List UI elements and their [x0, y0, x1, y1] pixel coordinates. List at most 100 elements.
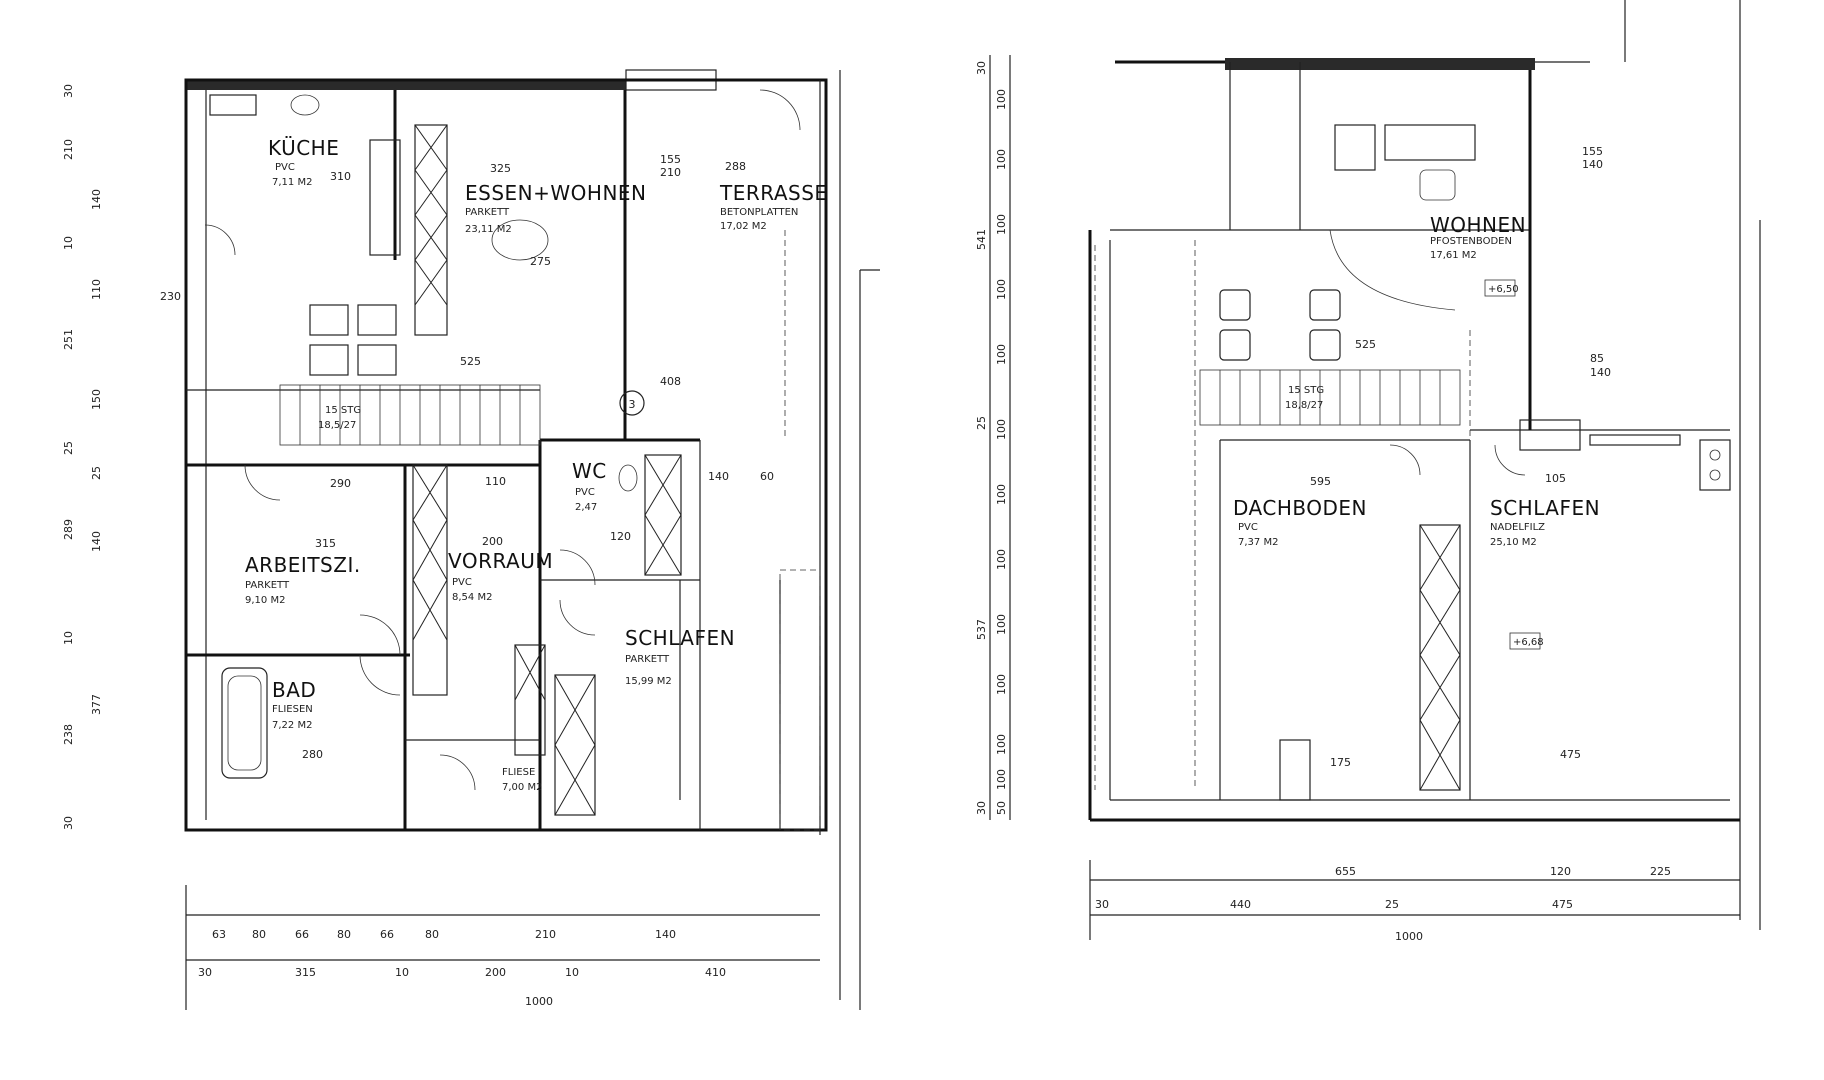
svg-text:9,10 M2: 9,10 M2 — [245, 595, 285, 606]
svg-text:SCHLAFEN: SCHLAFEN — [625, 626, 735, 650]
svg-text:150: 150 — [90, 389, 103, 410]
svg-text:7,22 M2: 7,22 M2 — [272, 720, 312, 731]
svg-text:PVC: PVC — [275, 162, 295, 173]
svg-text:BETONPLATTEN: BETONPLATTEN — [720, 207, 798, 218]
upper-left-dims: 30 100 100 100 100 100 541 25 100 100 10… — [975, 61, 1008, 815]
svg-text:410: 410 — [705, 966, 726, 979]
svg-text:30: 30 — [975, 801, 988, 815]
room-dachboden: DACHBODEN PVC 7,37 M2 — [1233, 496, 1367, 548]
svg-text:100: 100 — [995, 734, 1008, 755]
ground-misc-dims: 325 310 275 155 210 288 408 525 280 200 … — [302, 153, 774, 761]
svg-text:30: 30 — [62, 84, 75, 98]
svg-text:155: 155 — [1582, 145, 1603, 158]
svg-text:25,10 M2: 25,10 M2 — [1490, 537, 1537, 548]
svg-text:FLIESE: FLIESE — [502, 767, 535, 778]
svg-text:60: 60 — [760, 470, 774, 483]
svg-text:85: 85 — [1590, 352, 1604, 365]
svg-text:DACHBODEN: DACHBODEN — [1233, 496, 1367, 520]
svg-text:475: 475 — [1552, 898, 1573, 911]
svg-text:289: 289 — [62, 519, 75, 540]
upper-stair-label: 15 STG — [1288, 385, 1324, 396]
svg-text:ESSEN+WOHNEN: ESSEN+WOHNEN — [465, 181, 647, 205]
svg-text:140: 140 — [708, 470, 729, 483]
svg-text:100: 100 — [995, 674, 1008, 695]
ground-left-dims: 30 210 140 10 110 230 251 150 25 25 289 … — [62, 84, 181, 830]
svg-text:ARBEITSZI.: ARBEITSZI. — [245, 553, 361, 577]
svg-text:537: 537 — [975, 619, 988, 640]
svg-text:238: 238 — [62, 724, 75, 745]
room-schlafen: SCHLAFEN PARKETT 15,99 M2 — [625, 626, 735, 687]
svg-text:100: 100 — [995, 89, 1008, 110]
svg-text:100: 100 — [995, 214, 1008, 235]
upper-bottom-dims-row1: 655 120 225 — [1335, 865, 1671, 878]
svg-text:310: 310 — [330, 170, 351, 183]
svg-text:155: 155 — [660, 153, 681, 166]
ground-total-dim: 1000 — [525, 995, 553, 1008]
circle-marker: 3 — [629, 398, 636, 411]
room-essen-wohnen: ESSEN+WOHNEN PARKETT 23,11 M2 — [465, 181, 647, 235]
svg-text:315: 315 — [315, 537, 336, 550]
svg-text:100: 100 — [995, 484, 1008, 505]
svg-text:290: 290 — [330, 477, 351, 490]
svg-text:TERRASSE: TERRASSE — [719, 181, 828, 205]
svg-text:110: 110 — [90, 279, 103, 300]
svg-text:80: 80 — [425, 928, 439, 941]
upper-floor-plan — [989, 0, 1761, 940]
svg-text:140: 140 — [90, 531, 103, 552]
svg-text:541: 541 — [975, 229, 988, 250]
svg-text:140: 140 — [1590, 366, 1611, 379]
svg-text:100: 100 — [995, 279, 1008, 300]
svg-text:63: 63 — [212, 928, 226, 941]
svg-text:110: 110 — [485, 475, 506, 488]
svg-text:525: 525 — [1355, 338, 1376, 351]
level-mark-2: +6,68 — [1513, 637, 1544, 648]
upper-total-dim: 1000 — [1395, 930, 1423, 943]
svg-text:105: 105 — [1545, 472, 1566, 485]
upper-bottom-dims-row2: 30 440 25 475 — [1095, 898, 1573, 911]
svg-text:140: 140 — [1582, 158, 1603, 171]
room-vorraum: VORRAUM PVC 8,54 M2 — [448, 549, 553, 603]
upper-misc-dims: 525 595 105 475 175 155 140 85 140 — [1310, 145, 1611, 769]
svg-text:100: 100 — [995, 419, 1008, 440]
svg-text:210: 210 — [535, 928, 556, 941]
svg-text:23,11 M2: 23,11 M2 — [465, 224, 512, 235]
svg-text:525: 525 — [460, 355, 481, 368]
svg-text:PFOSTENBODEN: PFOSTENBODEN — [1430, 236, 1512, 247]
svg-text:PVC: PVC — [575, 487, 595, 498]
svg-text:140: 140 — [655, 928, 676, 941]
svg-text:25: 25 — [975, 416, 988, 430]
svg-text:2,47: 2,47 — [575, 502, 597, 513]
room-bad: BAD FLIESEN 7,22 M2 — [272, 678, 316, 731]
svg-text:30: 30 — [1095, 898, 1109, 911]
svg-text:25: 25 — [62, 441, 75, 455]
svg-text:280: 280 — [302, 748, 323, 761]
svg-text:17,61 M2: 17,61 M2 — [1430, 250, 1477, 261]
svg-text:66: 66 — [380, 928, 394, 941]
svg-text:325: 325 — [490, 162, 511, 175]
svg-text:100: 100 — [995, 769, 1008, 790]
svg-text:WC: WC — [572, 459, 607, 483]
svg-text:80: 80 — [252, 928, 266, 941]
svg-text:440: 440 — [1230, 898, 1251, 911]
svg-text:275: 275 — [530, 255, 551, 268]
svg-text:PVC: PVC — [452, 577, 472, 588]
svg-text:120: 120 — [1550, 865, 1571, 878]
svg-text:210: 210 — [62, 139, 75, 160]
room-wc-small: FLIESE 7,00 M2 — [502, 767, 542, 793]
level-mark-1: +6,50 — [1488, 284, 1519, 295]
svg-text:66: 66 — [295, 928, 309, 941]
svg-text:377: 377 — [90, 694, 103, 715]
svg-text:200: 200 — [482, 535, 503, 548]
stair-label: 15 STG — [325, 405, 361, 416]
svg-text:100: 100 — [995, 549, 1008, 570]
room-terrasse: TERRASSE BETONPLATTEN 17,02 M2 — [719, 181, 828, 232]
svg-text:408: 408 — [660, 375, 681, 388]
svg-text:30: 30 — [198, 966, 212, 979]
room-wc: WC PVC 2,47 — [572, 459, 607, 513]
svg-text:595: 595 — [1310, 475, 1331, 488]
svg-text:100: 100 — [995, 344, 1008, 365]
stair-size: 18,5/27 — [318, 420, 356, 431]
room-kueche: KÜCHE PVC 7,11 M2 — [268, 136, 339, 188]
svg-text:7,00 M2: 7,00 M2 — [502, 782, 542, 793]
